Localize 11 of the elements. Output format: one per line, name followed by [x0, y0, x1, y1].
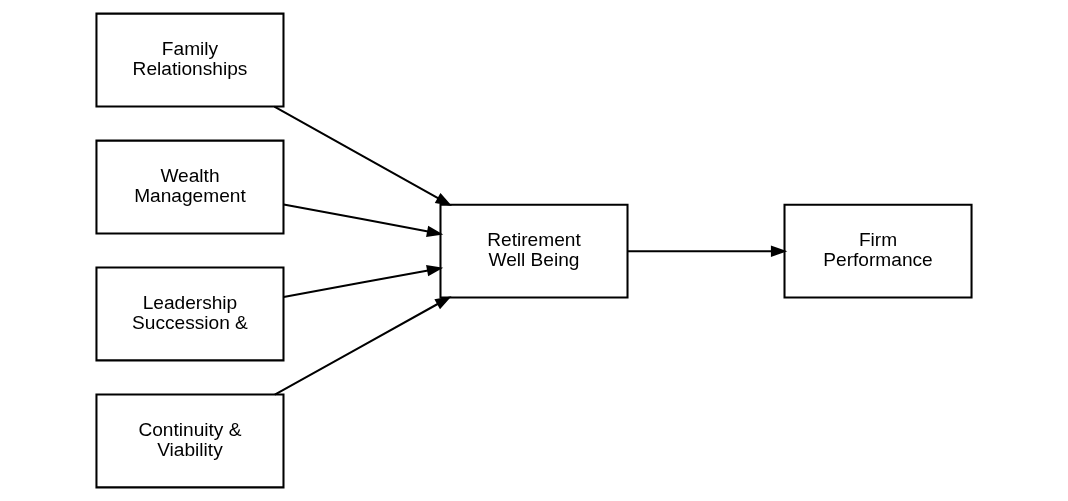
arrow: [283, 203, 444, 237]
node-box: Continuity & Viability: [95, 393, 285, 489]
node-box: Firm Performance: [783, 203, 973, 299]
node-box: Retirement Well Being: [439, 203, 629, 299]
node-box: Leadership Succession &: [95, 266, 285, 362]
arrow: [283, 264, 444, 298]
node-box: Wealth Management: [95, 139, 285, 235]
node-box: Family Relationships: [95, 12, 285, 108]
arrow: [274, 296, 452, 396]
arrow: [273, 105, 452, 206]
arrow: [627, 245, 788, 257]
